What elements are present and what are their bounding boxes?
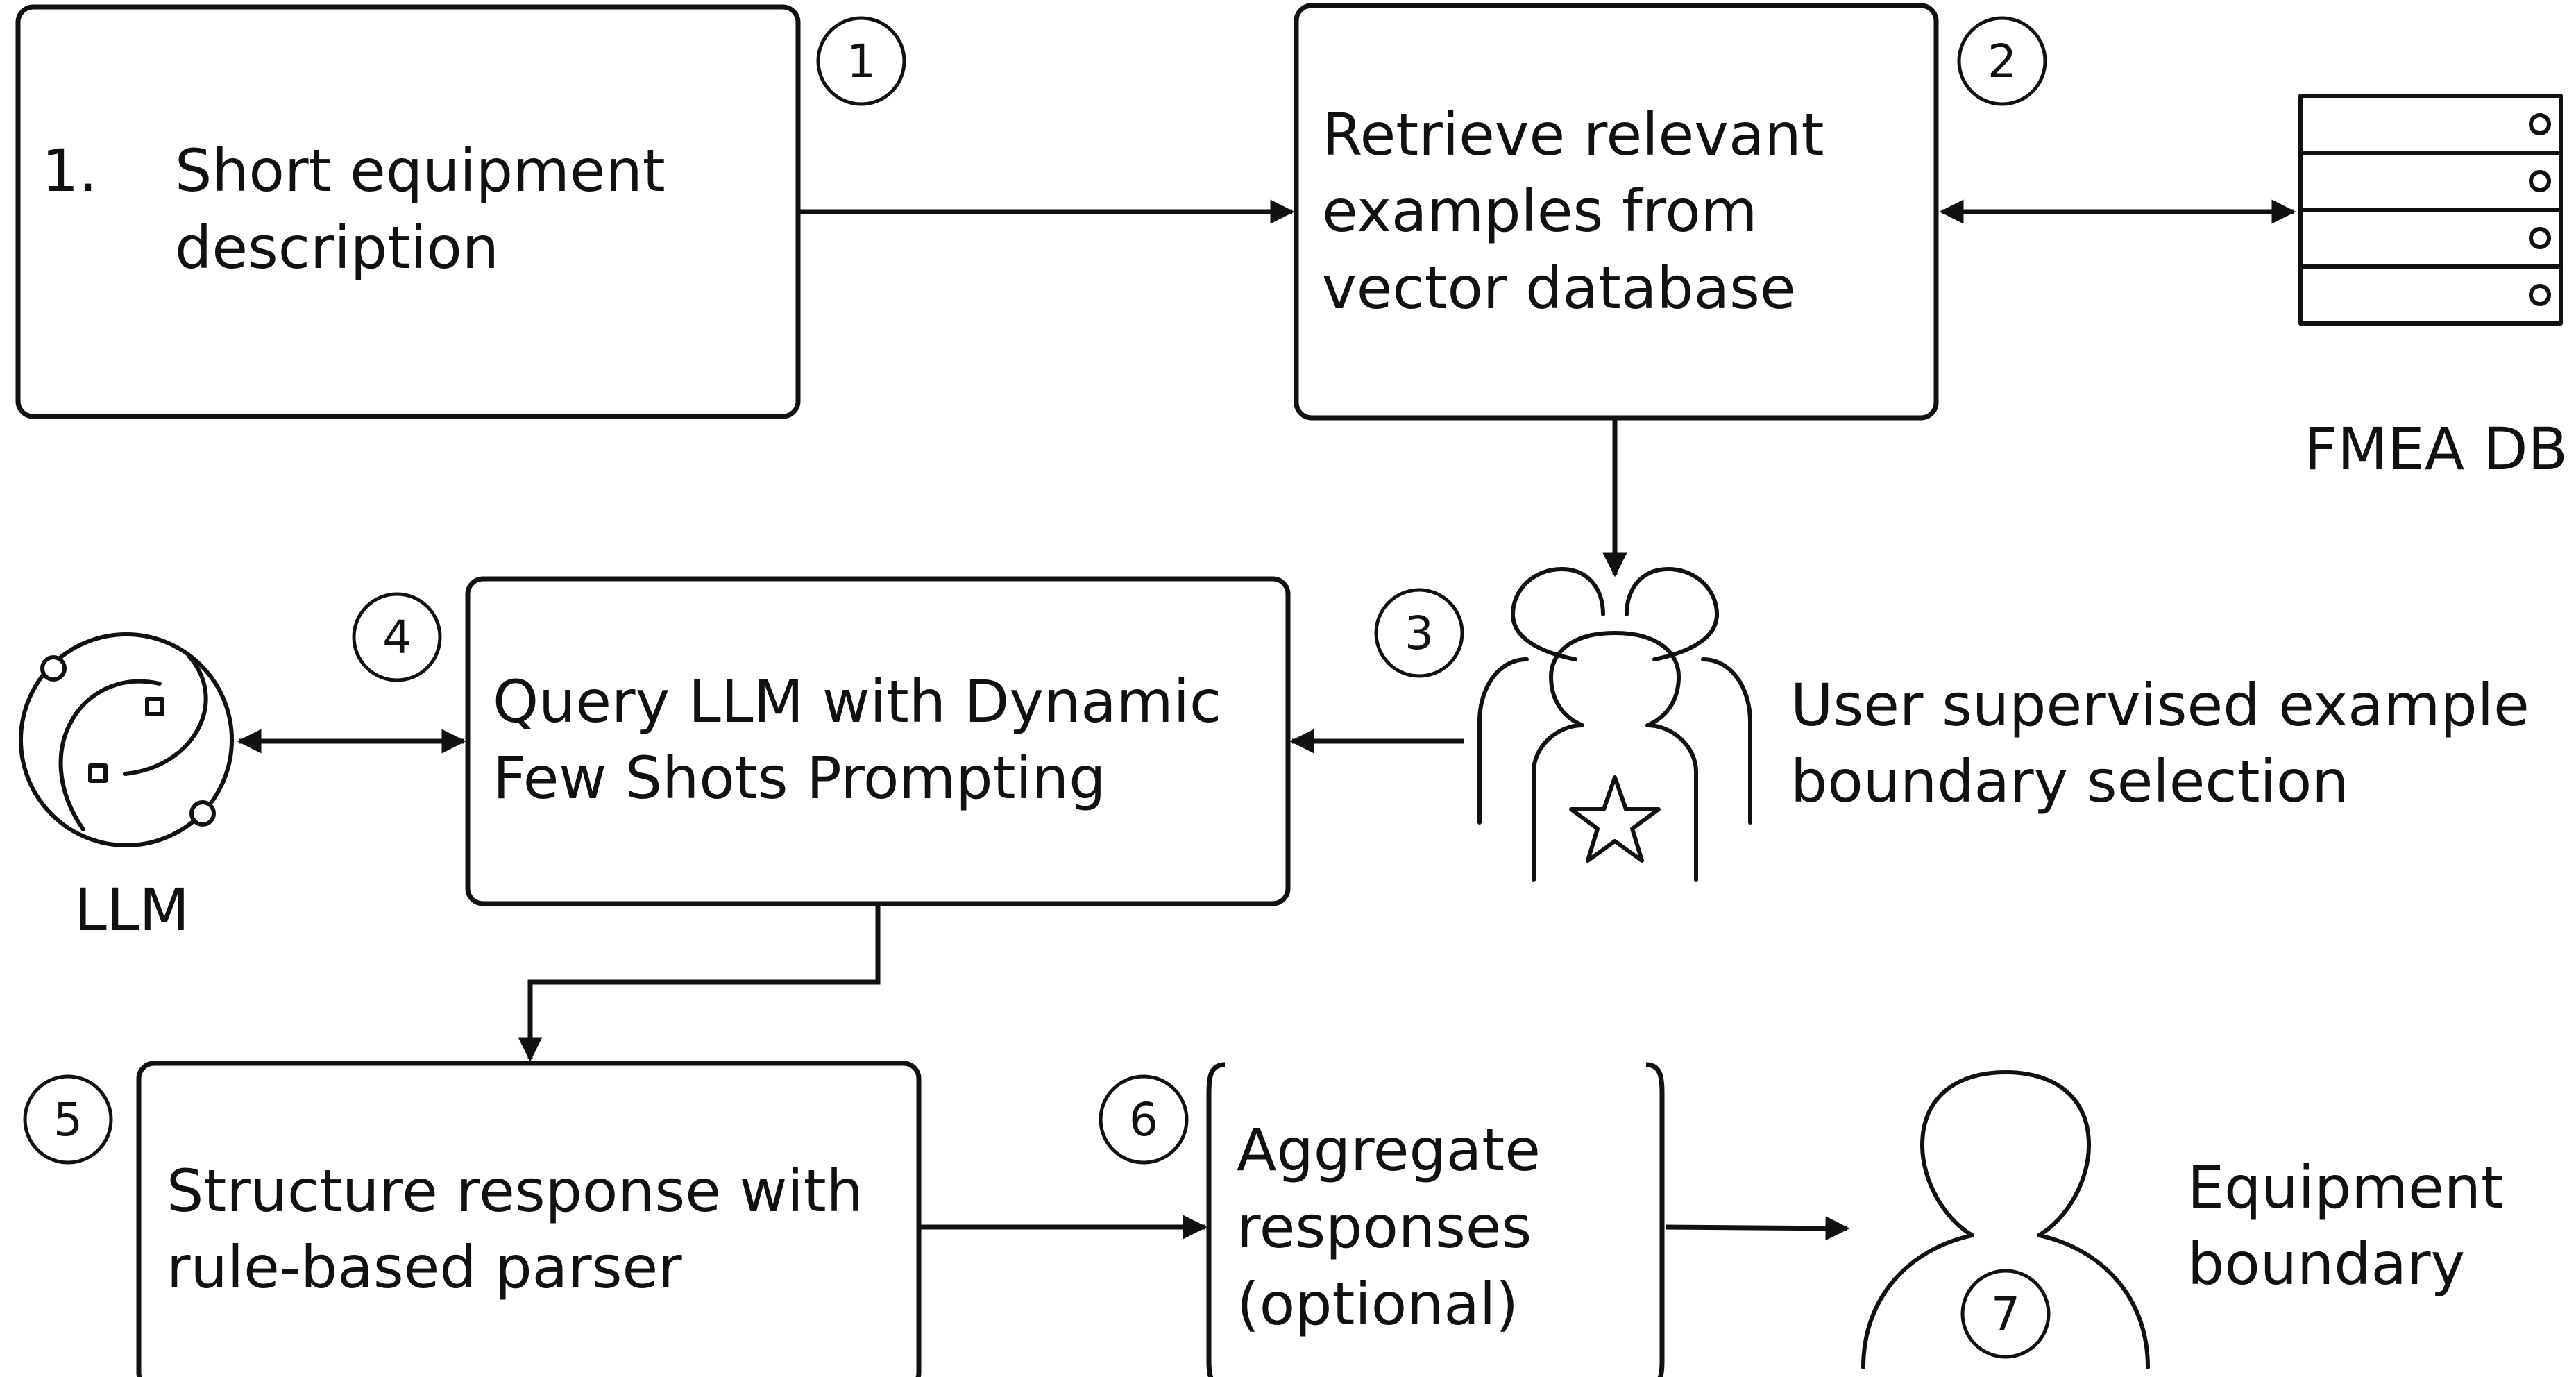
step-3-line-2: boundary selection bbox=[1790, 747, 2348, 816]
arrow-step6-to-step7 bbox=[1665, 1216, 1850, 1241]
llm-label: LLM bbox=[74, 876, 189, 944]
step-1-line-1: Short equipment bbox=[175, 137, 666, 205]
step-4-line-2: Few Shots Prompting bbox=[493, 744, 1105, 812]
step-2-badge: 2 bbox=[1957, 16, 2047, 106]
step-2-line-3: vector database bbox=[1322, 254, 1796, 322]
step-7-line-1: Equipment bbox=[2187, 1154, 2504, 1222]
user-group-star-icon bbox=[1477, 567, 1752, 882]
step-5-badge: 5 bbox=[23, 1074, 113, 1165]
step-7-number: 7 bbox=[1991, 1287, 2020, 1341]
step-3-number: 3 bbox=[1405, 607, 1434, 660]
step-1-badge: 1 bbox=[816, 16, 906, 106]
step-6-line-1: Aggregate bbox=[1237, 1116, 1541, 1184]
user-icon bbox=[1861, 1070, 2150, 1369]
step-3-badge: 3 bbox=[1374, 588, 1464, 678]
step-1-list-marker: 1. bbox=[42, 137, 97, 205]
step-7-badge: 7 bbox=[1960, 1269, 2051, 1359]
step-5-number: 5 bbox=[53, 1093, 83, 1147]
step-2-line-1: Retrieve relevant bbox=[1322, 101, 1824, 169]
step-1-box: 1. Short equipment description bbox=[15, 4, 801, 419]
step-1-number: 1 bbox=[847, 35, 876, 88]
step-6-number: 6 bbox=[1129, 1093, 1158, 1147]
llm-icon bbox=[19, 632, 234, 847]
database-label: FMEA DB bbox=[2304, 415, 2568, 483]
step-4-number: 4 bbox=[382, 611, 412, 664]
step-4-box: Query LLM with Dynamic Few Shots Prompti… bbox=[465, 576, 1291, 906]
step-2-number: 2 bbox=[1988, 35, 2017, 88]
database-icon bbox=[2298, 94, 2563, 326]
step-6-badge: 6 bbox=[1099, 1074, 1189, 1165]
step-2-box: Retrieve relevant examples from vector d… bbox=[1294, 3, 1939, 421]
step-5-line-2: rule-based parser bbox=[167, 1233, 682, 1301]
step-6-line-3: (optional) bbox=[1237, 1270, 1518, 1338]
step-7-line-2: boundary bbox=[2187, 1230, 2465, 1298]
step-4-badge: 4 bbox=[352, 592, 442, 682]
step-3-line-1: User supervised example bbox=[1790, 671, 2530, 739]
step-6-bracket-group: Aggregate responses (optional) bbox=[1206, 1062, 1665, 1377]
step-2-line-2: examples from bbox=[1322, 177, 1758, 245]
step-5-box: Structure response with rule-based parse… bbox=[136, 1061, 922, 1377]
step-5-line-1: Structure response with bbox=[167, 1157, 863, 1225]
step-4-line-1: Query LLM with Dynamic bbox=[493, 668, 1221, 736]
step-1-line-2: description bbox=[175, 214, 499, 282]
step-6-line-2: responses bbox=[1237, 1193, 1532, 1261]
arrow-step4-to-step5 bbox=[518, 904, 881, 1062]
